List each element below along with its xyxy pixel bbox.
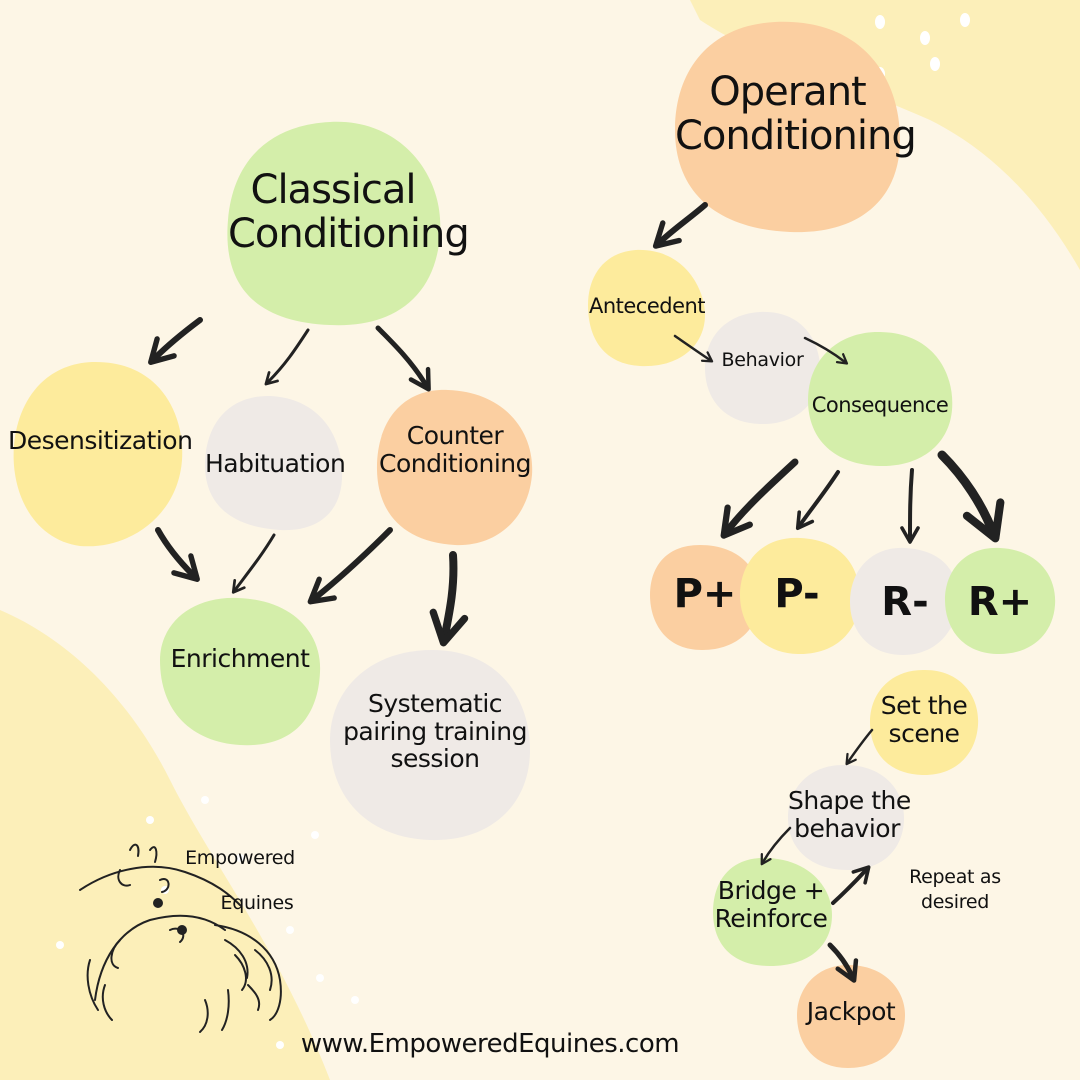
arrow-to-p-plus xyxy=(720,458,799,539)
r-plus-label: R+ xyxy=(967,579,1033,625)
blob-shape-the-behavior xyxy=(788,764,905,870)
blob-p-plus xyxy=(650,545,760,650)
arrow-desens-to-enrichment xyxy=(155,527,200,582)
arrow-to-r-minus xyxy=(900,468,920,544)
operant-title-line2: Conditioning xyxy=(675,113,917,159)
classical-title-line2: Conditioning xyxy=(228,211,470,257)
arrow-to-counter xyxy=(375,325,431,392)
blob-behavior xyxy=(705,311,821,425)
bg-blob-bottom-left xyxy=(0,610,330,1080)
repeat-line1: Repeat as xyxy=(909,866,1001,888)
arrow-to-habituation xyxy=(264,328,310,386)
counter-line1: Counter xyxy=(406,421,504,450)
blob-enrichment xyxy=(160,597,321,746)
arrow-set-to-shape xyxy=(845,728,874,766)
repeat-as-desired-label: Repeat as desired xyxy=(900,865,1010,914)
arrow-shape-to-bridge xyxy=(760,826,792,866)
systematic-line2: pairing training xyxy=(343,716,527,746)
blob-operant xyxy=(675,21,900,233)
blob-consequence xyxy=(808,331,953,467)
p-plus-label: P+ xyxy=(673,571,737,617)
counter-conditioning-label: Counter Conditioning xyxy=(378,422,532,477)
antecedent-label: Antecedent xyxy=(588,294,706,318)
arrow-to-desensitization xyxy=(148,317,203,365)
p-minus-label: P- xyxy=(774,571,820,617)
bridge-reinforce-label: Bridge + Reinforce xyxy=(710,877,832,932)
shape-line2: behavior xyxy=(794,813,900,843)
arrow-antecedent-to-behavior xyxy=(673,334,714,363)
operant-title: Operant Conditioning xyxy=(675,69,917,159)
blob-jackpot xyxy=(797,965,905,1068)
repeat-line2: desired xyxy=(921,890,989,913)
consequence-label: Consequence xyxy=(811,393,949,417)
blob-desensitization xyxy=(13,361,183,547)
arrow-habit-to-enrichment xyxy=(231,533,276,594)
arrow-to-r-plus xyxy=(937,450,1005,543)
set-the-scene-label: Set the scene xyxy=(870,692,978,747)
blob-bridge xyxy=(713,857,832,966)
r-minus-label: R- xyxy=(881,579,929,625)
horse-logo-art xyxy=(79,843,282,1033)
website-url[interactable]: www.EmpoweredEquines.com xyxy=(300,1029,680,1059)
set-line2: scene xyxy=(888,718,960,748)
classical-title-line1: Classical xyxy=(250,167,417,213)
blob-classical xyxy=(227,121,441,326)
arrow-behavior-to-consequence xyxy=(803,336,849,365)
behavior-label: Behavior xyxy=(721,349,804,371)
arrow-to-antecedent xyxy=(652,202,708,249)
operant-title-line1: Operant xyxy=(709,69,866,115)
enrichment-label: Enrichment xyxy=(170,644,310,673)
jackpot-label: Jackpot xyxy=(806,997,896,1026)
arrow-bridge-to-jackpot xyxy=(827,942,859,983)
habituation-label: Habituation xyxy=(205,449,346,478)
classical-title: Classical Conditioning xyxy=(228,167,470,257)
blob-r-plus xyxy=(945,547,1056,655)
blob-p-minus xyxy=(740,537,860,655)
counter-line2: Conditioning xyxy=(379,448,531,478)
arrow-bridge-to-shape xyxy=(831,865,871,905)
bridge-line1: Bridge + xyxy=(717,876,825,905)
desensitization-label: Desensitization xyxy=(8,426,193,455)
bg-blob-top-right xyxy=(690,0,1080,270)
blob-habituation xyxy=(205,395,343,531)
shape-the-behavior-label: Shape the behavior xyxy=(788,786,911,843)
blob-counter xyxy=(376,389,533,546)
shape-line1: Shape the xyxy=(788,786,911,815)
arrow-to-p-minus xyxy=(795,470,840,531)
systematic-line3: session xyxy=(390,744,480,773)
blob-systematic xyxy=(330,650,530,841)
arrow-counter-to-systematic xyxy=(429,551,469,647)
classical-arrows xyxy=(148,317,469,647)
operant-arrows xyxy=(652,202,1005,983)
blob-set-the-scene xyxy=(870,669,979,776)
systematic-line1: Systematic xyxy=(367,689,503,718)
logo-text-line2: Equines xyxy=(220,892,294,914)
systematic-label: Systematic pairing training session xyxy=(340,690,530,773)
logo-text-line1: Empowered xyxy=(185,847,295,869)
arrow-counter-to-enrichment xyxy=(307,527,393,605)
set-line1: Set the xyxy=(880,691,968,720)
bridge-line2: Reinforce xyxy=(714,903,828,933)
blob-r-minus xyxy=(850,547,959,655)
